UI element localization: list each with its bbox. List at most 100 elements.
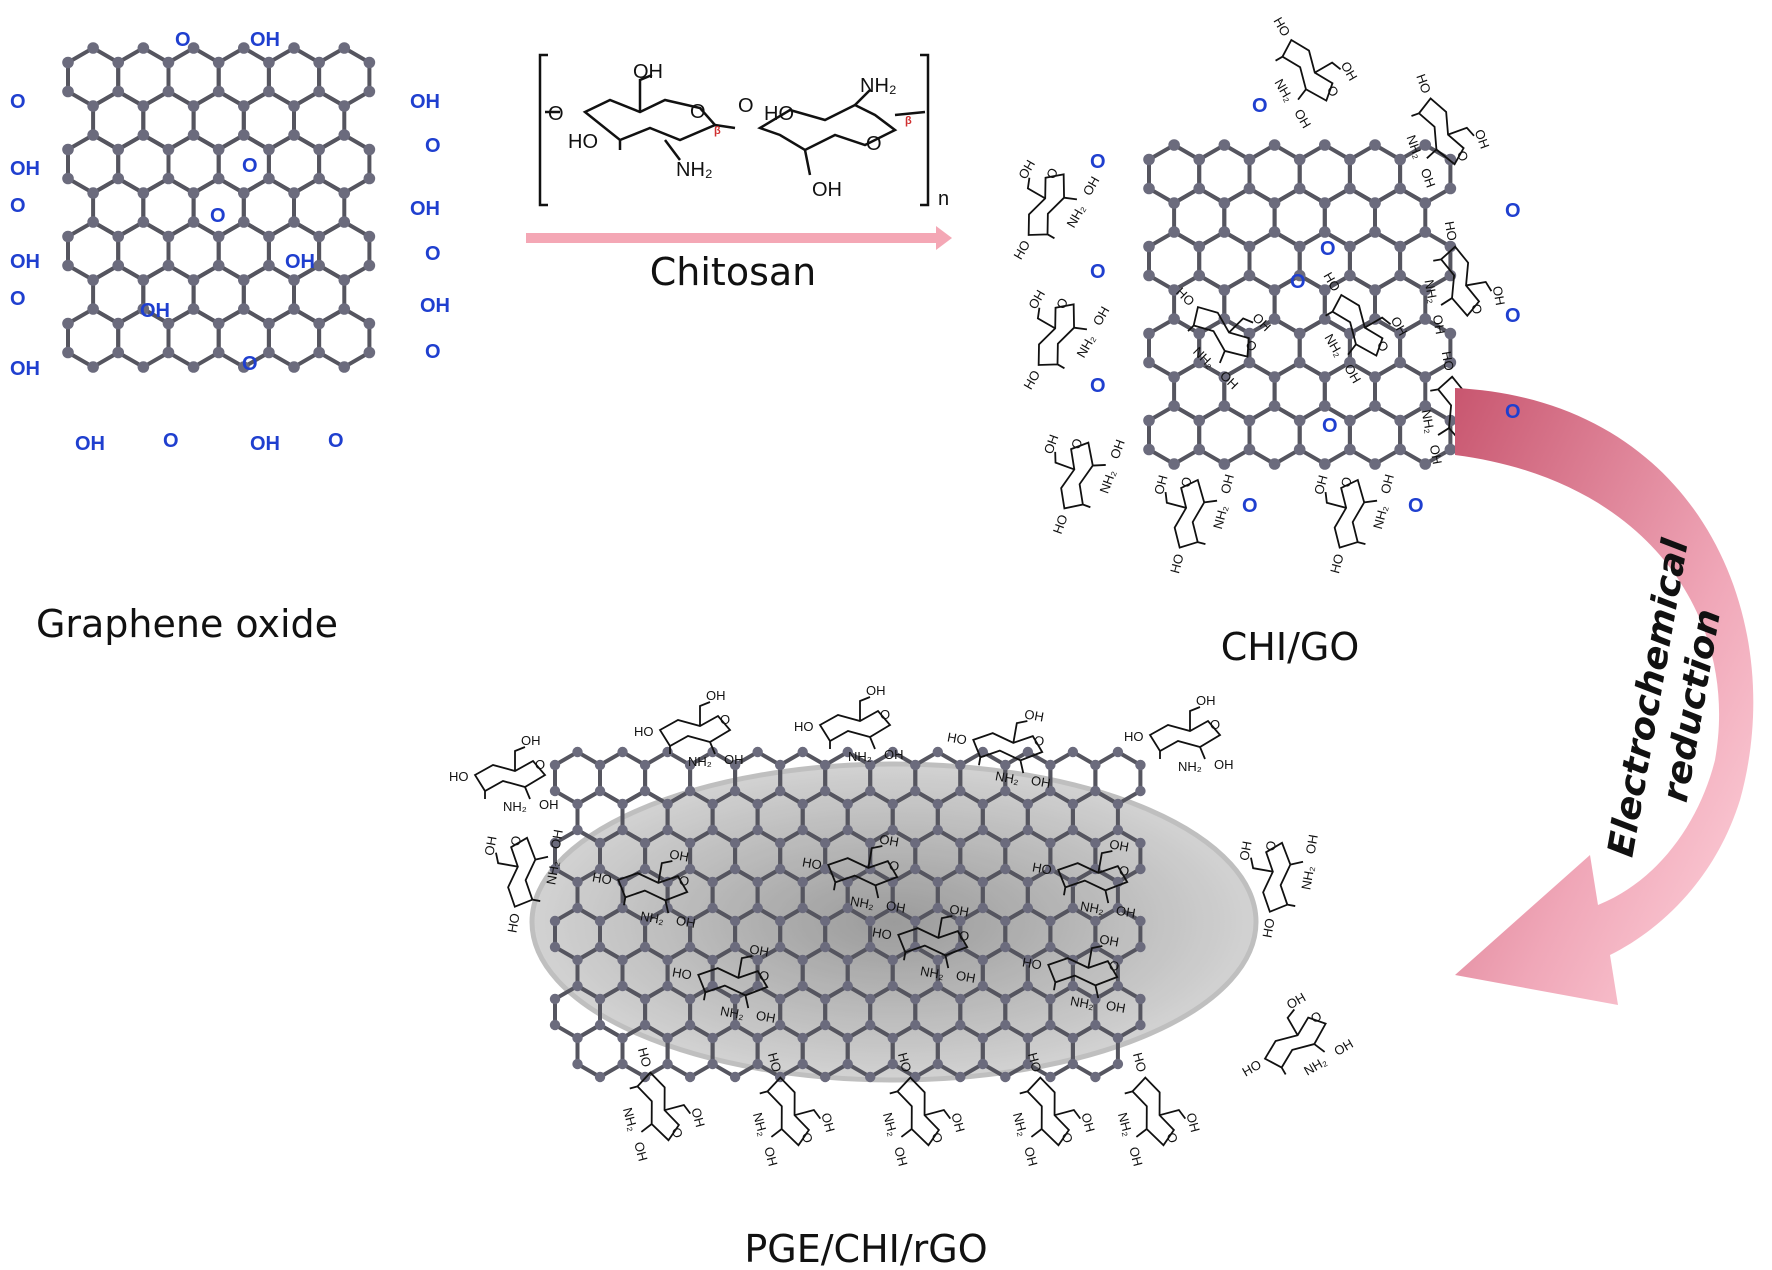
- carbon-atom: [1193, 269, 1206, 282]
- pyranose-ring: [1324, 478, 1378, 549]
- carbon-atom: [338, 361, 351, 373]
- carbon-atom: [549, 759, 561, 771]
- sugar-ho-label: HO: [1413, 72, 1434, 95]
- carbon-atom: [910, 915, 921, 927]
- carbon-atom: [729, 993, 741, 1005]
- carbon-atom: [288, 361, 300, 373]
- carbon-atom: [1045, 941, 1056, 953]
- carbon-atom: [549, 941, 561, 953]
- sugar-nh2-label: NH₂: [1298, 865, 1317, 891]
- carbon-atom: [1168, 458, 1180, 470]
- carbon-atom: [1419, 226, 1432, 238]
- carbon-atom: [729, 863, 741, 875]
- sugar-o-label: O: [535, 757, 545, 772]
- carbon-atom: [1419, 284, 1432, 296]
- carbonyl-o-label: O: [1505, 200, 1521, 222]
- sugar-oh-label: OH: [521, 733, 541, 748]
- carbon-atom: [1022, 954, 1034, 966]
- carbon-atom: [313, 259, 325, 272]
- carbon-atom: [1143, 240, 1155, 253]
- sugar-nh2-label: NH₂: [994, 768, 1020, 787]
- carbon-atom: [1319, 313, 1331, 325]
- carbon-atom: [212, 56, 225, 69]
- carbon-atom: [549, 863, 561, 875]
- carbon-atom: [774, 785, 786, 797]
- carbon-atom: [774, 759, 786, 771]
- carbon-atom: [572, 798, 583, 810]
- sugar-o-label: O: [1033, 733, 1046, 750]
- carbon-atom: [865, 759, 876, 771]
- carbon-atom: [594, 837, 606, 849]
- carbon-atom: [162, 346, 175, 359]
- pyranose-ring: [1054, 441, 1106, 510]
- carbon-atom: [212, 230, 225, 243]
- carbon-atom: [707, 954, 718, 966]
- carbon-atom: [62, 172, 74, 185]
- carbon-atom: [887, 954, 898, 966]
- sugar-o-label: O: [1210, 717, 1220, 732]
- carbon-atom: [162, 317, 175, 330]
- chitosan-o-label: O: [690, 101, 706, 123]
- carbon-atom: [363, 172, 376, 185]
- chitosan-structure: [538, 53, 930, 207]
- sugar-o-label: O: [1068, 436, 1086, 451]
- carbon-atom: [1369, 226, 1381, 238]
- carbon-atom: [1143, 443, 1155, 456]
- carbon-atom: [662, 746, 673, 758]
- carbon-atom: [263, 346, 275, 359]
- carbon-atom: [729, 759, 741, 771]
- sugar-o-label: O: [1374, 338, 1392, 354]
- carbon-atom: [887, 1058, 898, 1070]
- carbon-atom: [1112, 798, 1124, 810]
- carbon-atom: [187, 42, 200, 54]
- sugar-nh2-label: NH₂: [1069, 993, 1095, 1012]
- sugar-ho-label: HO: [1124, 729, 1144, 744]
- hexagon-ring: [1347, 403, 1403, 467]
- carbon-atom: [1045, 785, 1056, 797]
- carbon-atom: [549, 785, 561, 797]
- carbonyl-o-label: O: [1090, 375, 1106, 397]
- sugar-ho-label: HO: [1239, 1057, 1263, 1080]
- carbon-atom: [1090, 837, 1101, 849]
- sugar-o-label: O: [669, 1126, 686, 1140]
- carbon-atom: [1193, 153, 1206, 166]
- carbon-atom: [842, 746, 853, 758]
- carbon-atom: [752, 798, 763, 810]
- carbon-atom: [797, 824, 808, 836]
- carbon-atom: [187, 303, 200, 315]
- carbon-atom: [572, 954, 583, 966]
- carbon-atom: [87, 216, 99, 228]
- carbon-atom: [617, 902, 628, 914]
- carbon-atom: [1344, 356, 1356, 369]
- carbon-atom: [977, 824, 989, 836]
- hexagon-ring: [575, 1022, 625, 1080]
- go-o-label: O: [10, 288, 26, 310]
- carbon-atom: [842, 980, 853, 992]
- carbon-atom: [1090, 759, 1101, 771]
- carbon-atom: [288, 216, 300, 228]
- sugar-o-label: O: [1059, 1131, 1076, 1145]
- carbon-atom: [212, 259, 225, 272]
- carbon-atom: [1243, 182, 1256, 195]
- carbon-atom: [887, 824, 898, 836]
- sugar-o-label: O: [1308, 1008, 1324, 1026]
- sugar-nh2-label: NH₂: [849, 893, 875, 912]
- carbonyl-o-label: O: [1320, 238, 1336, 260]
- carbon-atom: [288, 187, 300, 199]
- pge-electrode-ellipse: [529, 761, 1259, 1083]
- pyranose-ring: [1250, 841, 1304, 913]
- carbon-atom: [797, 1032, 808, 1044]
- carbonyl-o-label: O: [1505, 401, 1521, 423]
- carbon-atom: [662, 980, 673, 992]
- carbon-atom: [87, 274, 99, 286]
- carbon-atom: [819, 1019, 831, 1031]
- carbon-atom: [752, 954, 763, 966]
- carbon-atom: [1394, 356, 1406, 369]
- carbon-atom: [594, 915, 606, 927]
- carbon-atom: [774, 863, 786, 875]
- carbon-atom: [1319, 400, 1331, 412]
- sugar-nh2-label: NH₂: [1301, 1054, 1329, 1079]
